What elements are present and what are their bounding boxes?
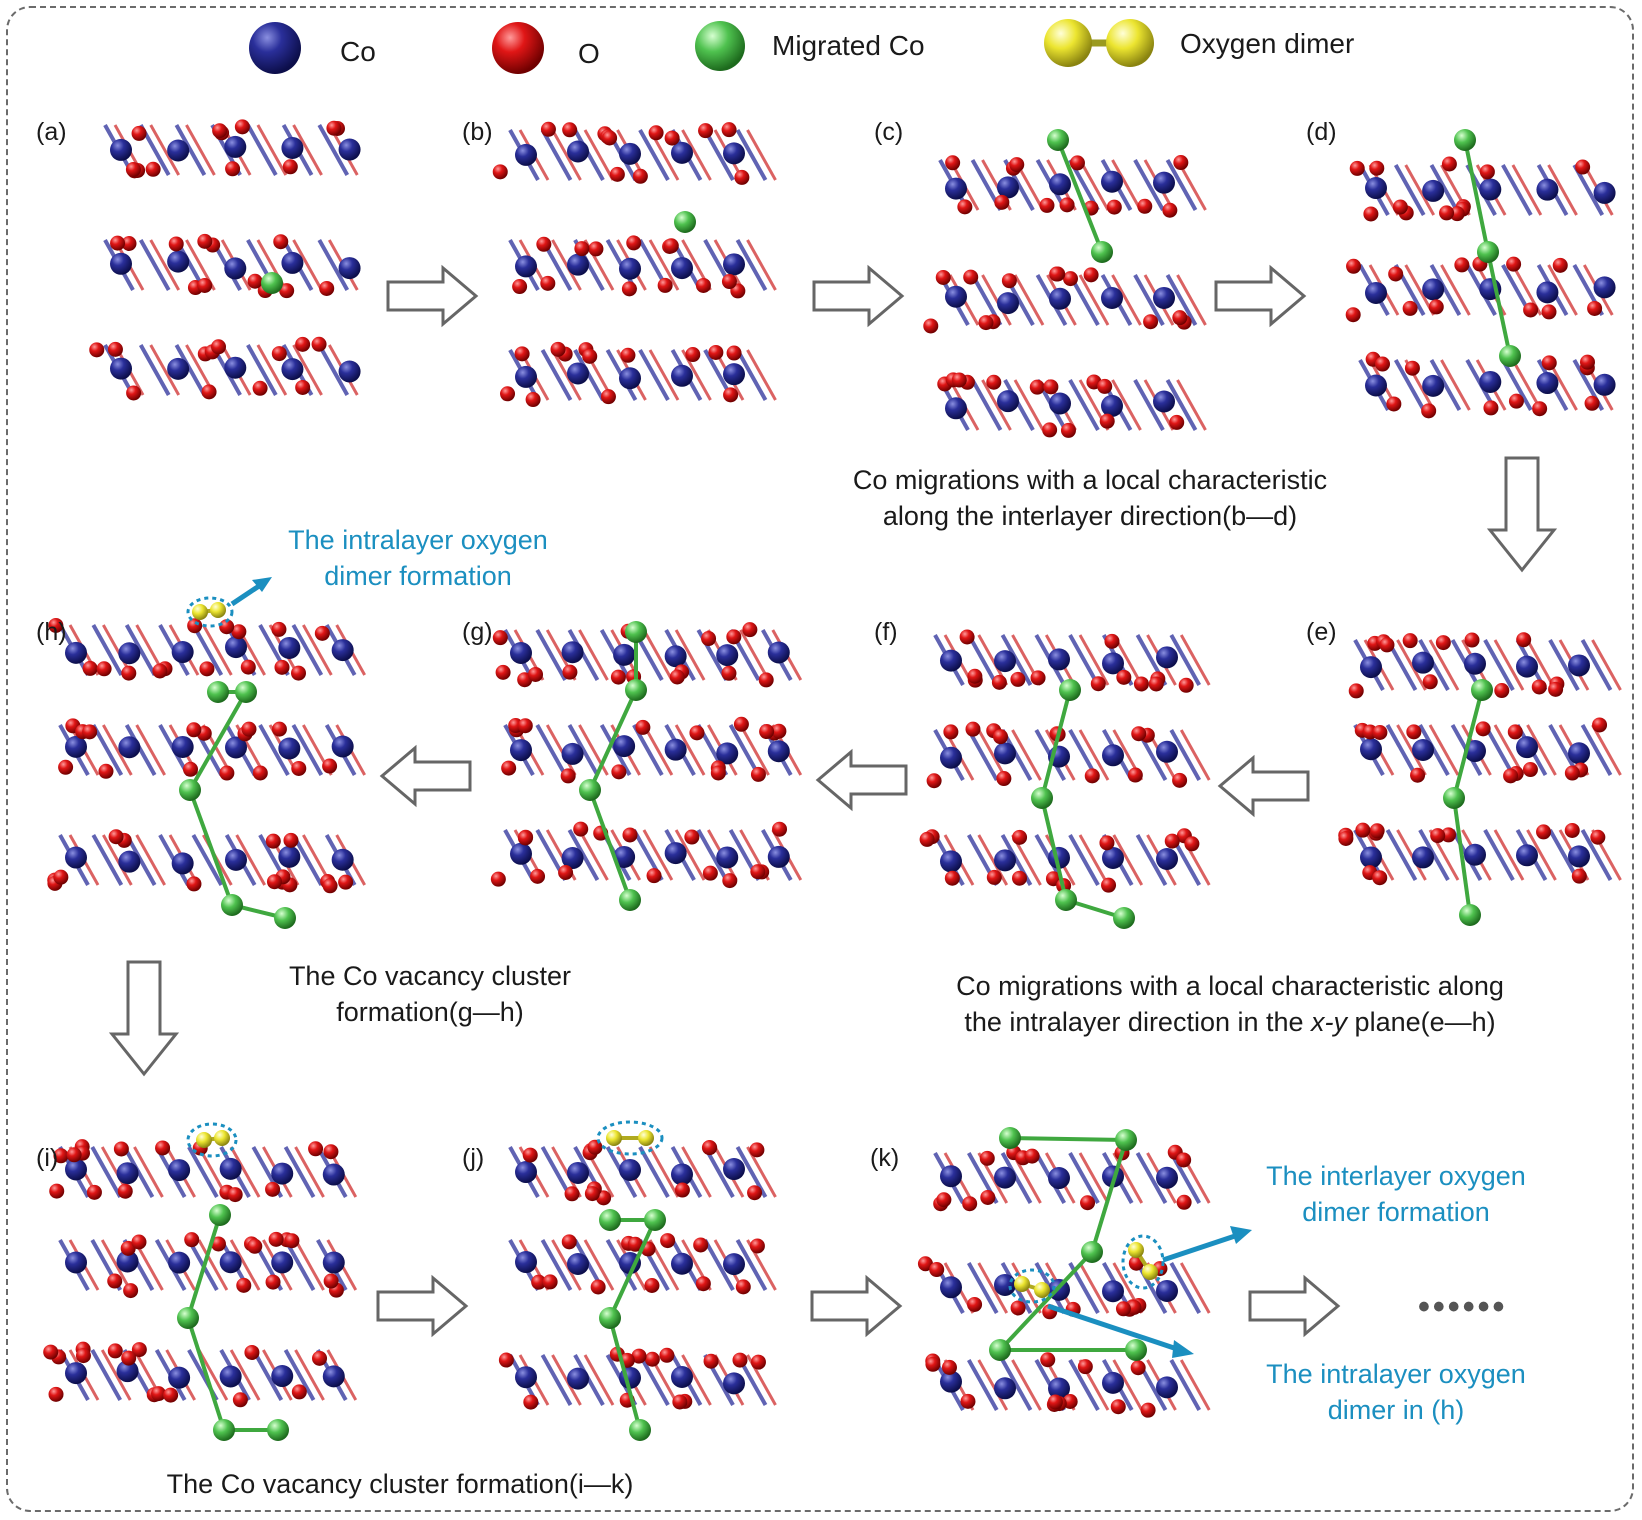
arrow-c-to-d xyxy=(1214,264,1307,328)
dimer-highlight-k-intra xyxy=(1008,1268,1056,1304)
arrow-j-to-k xyxy=(810,1274,903,1338)
annotation-interlayer-k-line1: The interlayer oxygen xyxy=(1266,1161,1526,1191)
legend-co-sphere xyxy=(249,22,301,74)
legend-o-label: O xyxy=(578,38,600,69)
panel-label-i: (i) xyxy=(36,1144,59,1172)
caption-e-h-line2: the intralayer direction in the x-y plan… xyxy=(900,1004,1560,1040)
structure-a xyxy=(89,119,361,401)
caption-e-h-line1: Co migrations with a local characteristi… xyxy=(956,971,1504,1001)
annotation-intralayer-in-h-line1: The intralayer oxygen xyxy=(1266,1359,1526,1389)
panel-label-k: (k) xyxy=(870,1144,900,1172)
caption-e-h: Co migrations with a local characteristi… xyxy=(900,968,1560,1040)
panel-label-g: (g) xyxy=(462,618,493,646)
structure-panels xyxy=(43,119,1622,1441)
structure-e xyxy=(1338,632,1622,926)
annotation-arrow-h xyxy=(230,581,264,607)
panel-label-b: (b) xyxy=(462,118,493,146)
panel-label-a: (a) xyxy=(36,118,67,146)
caption-e-h-line2-post: plane(e—h) xyxy=(1347,1007,1496,1037)
structure-j xyxy=(498,1139,777,1441)
panel-label-e: (e) xyxy=(1306,618,1337,646)
caption-b-d: Co migrations with a local characteristi… xyxy=(780,462,1400,534)
arrow-e-to-f xyxy=(1217,754,1310,818)
dimer-highlight-k-inter xyxy=(1121,1234,1165,1290)
arrow-f-to-g xyxy=(815,748,908,812)
dimer-highlight-i xyxy=(186,1122,238,1158)
arrow-b-to-c xyxy=(812,264,905,328)
caption-g-h: The Co vacancy cluster formation(g—h) xyxy=(230,958,630,1030)
caption-b-d-line2: along the interlayer direction(b—d) xyxy=(882,501,1298,531)
caption-e-h-line2-italic: x-y xyxy=(1311,1007,1348,1037)
annotation-arrow-k-intra xyxy=(1047,1303,1181,1353)
arrow-g-to-h xyxy=(379,744,472,808)
legend-oxygen-dimer-icon xyxy=(1044,19,1154,67)
structure-h xyxy=(47,617,366,929)
caption-g-h-line2: formation(g—h) xyxy=(336,997,524,1027)
legend-co-label: Co xyxy=(340,36,376,67)
annotation-intralayer-in-h: The intralayer oxygen dimer in (h) xyxy=(1236,1356,1556,1428)
dashed-frame xyxy=(6,6,1634,1512)
legend-o-sphere xyxy=(492,22,544,74)
annotation-intralayer-h: The intralayer oxygen dimer formation xyxy=(258,522,578,594)
structure-f xyxy=(919,629,1211,929)
panel-label-h: (h) xyxy=(36,618,67,646)
arrow-d-to-e xyxy=(1486,456,1558,573)
legend-migrated-co-sphere xyxy=(695,21,745,71)
panel-label-d: (d) xyxy=(1306,118,1337,146)
annotation-intralayer-h-line2: dimer formation xyxy=(324,561,512,591)
continuation-dots: •••••• xyxy=(1418,1288,1508,1326)
legend-migrated-co-label: Migrated Co xyxy=(772,30,925,61)
annotation-interlayer-k: The interlayer oxygen dimer formation xyxy=(1236,1158,1556,1230)
panel-label-c: (c) xyxy=(874,118,904,146)
process-arrows xyxy=(108,264,1558,1338)
dimer-highlight-j xyxy=(596,1120,664,1156)
caption-e-h-line2-pre: the intralayer direction in the xyxy=(964,1007,1312,1037)
caption-i-k: The Co vacancy cluster formation(i—k) xyxy=(166,1469,634,1499)
annotation-arrow-k-inter xyxy=(1162,1232,1239,1263)
structure-g xyxy=(490,621,803,911)
structure-i xyxy=(43,1139,358,1441)
arrow-a-to-b xyxy=(386,264,479,328)
structure-k xyxy=(917,1127,1211,1418)
annotation-intralayer-in-h-line2: dimer in (h) xyxy=(1327,1395,1465,1425)
annotation-intralayer-h-line1: The intralayer oxygen xyxy=(288,525,548,555)
annotation-interlayer-k-line2: dimer formation xyxy=(1302,1197,1490,1227)
structure-d xyxy=(1345,129,1616,419)
legend-oxygen-dimer-label: Oxygen dimer xyxy=(1180,28,1355,59)
structure-c xyxy=(923,129,1207,438)
annotation-marks xyxy=(186,577,1252,1358)
panel-label-f: (f) xyxy=(874,618,898,646)
arrow-i-to-j xyxy=(376,1274,469,1338)
dimer-highlight-h xyxy=(186,596,234,628)
caption-b-d-line1: Co migrations with a local characteristi… xyxy=(852,465,1328,495)
structure-b xyxy=(492,121,777,408)
caption-g-h-line1: The Co vacancy cluster xyxy=(288,961,572,991)
arrow-k-to-next xyxy=(1248,1274,1341,1338)
arrow-h-to-i xyxy=(108,960,180,1077)
panel-label-j: (j) xyxy=(462,1144,485,1172)
